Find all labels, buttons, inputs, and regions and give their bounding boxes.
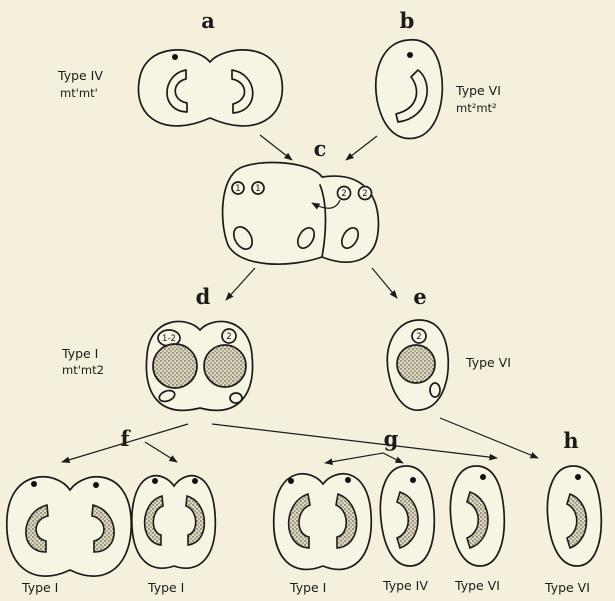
nucleus-c-1: 1	[235, 184, 240, 194]
cell-f1	[7, 477, 131, 576]
cell-c	[223, 162, 379, 264]
nucleus-d-2: 2	[226, 332, 231, 342]
nucleus-d-1: 1-2	[162, 334, 176, 344]
cell-g2	[380, 466, 434, 566]
cell-g1	[274, 474, 372, 570]
cell-b	[376, 40, 443, 139]
cell-g3	[450, 466, 504, 566]
label-d: d	[196, 284, 211, 309]
cell-h	[547, 466, 601, 566]
bottom-label-3: Type I	[289, 580, 326, 595]
bottom-label-1: Type I	[21, 580, 58, 595]
cell-a	[138, 50, 282, 126]
arrow-a-to-c	[260, 135, 292, 160]
mating-label-a: mt'mt'	[60, 86, 98, 100]
arrow-c-to-d	[226, 268, 255, 300]
bottom-label-2: Type I	[147, 580, 184, 595]
label-e: e	[413, 284, 426, 309]
bottom-label-6: Type VI	[544, 580, 590, 595]
type-label-b: Type VI	[455, 83, 501, 98]
cell-f2	[132, 476, 215, 569]
nucleus-c-2: 1	[255, 184, 260, 194]
label-h: h	[563, 428, 578, 453]
type-label-d: Type I	[61, 346, 98, 361]
mating-label-d: mt'mt2	[62, 363, 104, 377]
type-label-e: Type VI	[465, 355, 511, 370]
label-b: b	[400, 8, 415, 33]
nucleus-c-3: 2	[341, 189, 346, 199]
label-f: f	[120, 426, 131, 451]
nucleus-e-1: 2	[416, 332, 421, 342]
label-a: a	[201, 8, 215, 33]
arrow-b-to-c	[346, 136, 377, 160]
arrow-e-to-h	[440, 418, 538, 458]
bottom-label-4: Type IV	[382, 578, 428, 593]
arrow-c-to-e	[372, 268, 397, 298]
mating-label-b: mt²mt²	[456, 101, 497, 115]
label-c: c	[314, 136, 327, 161]
bottom-label-5: Type VI	[454, 578, 500, 593]
label-g: g	[384, 426, 399, 451]
type-label-a: Type IV	[57, 68, 103, 83]
nucleus-c-4: 2	[362, 189, 367, 199]
